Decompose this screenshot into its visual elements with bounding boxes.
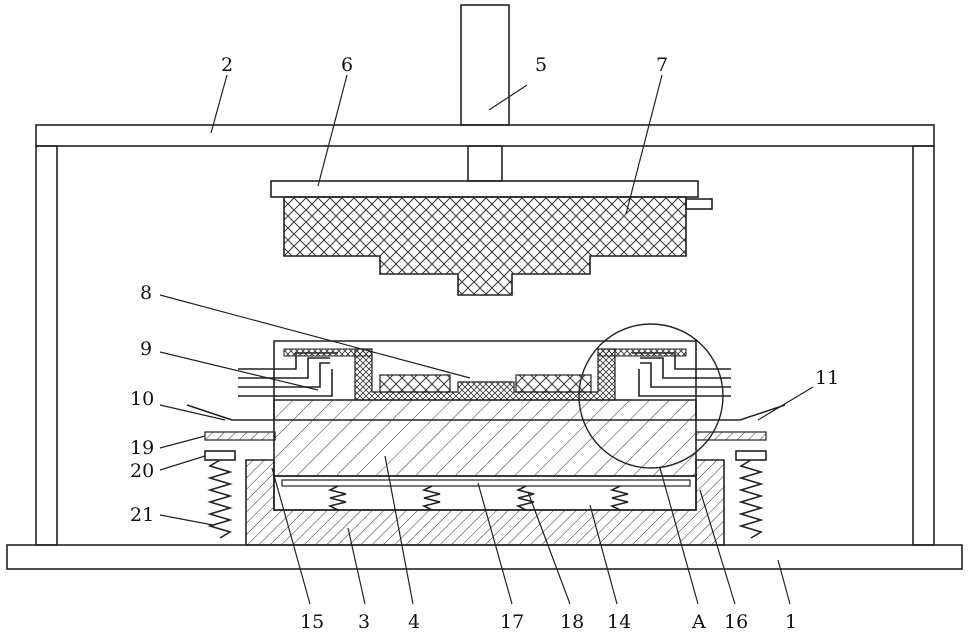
label-20: 20 (130, 460, 154, 482)
label-14: 14 (607, 611, 631, 633)
label-6: 6 (341, 54, 353, 76)
label-8: 8 (140, 282, 152, 304)
cylinder (461, 5, 509, 125)
label-16: 16 (724, 611, 748, 633)
inner-spring-4 (612, 486, 628, 510)
label-a: A (691, 611, 706, 633)
inner-spring-1 (330, 486, 346, 510)
label-4: 4 (408, 611, 420, 633)
outer-spring-left (210, 460, 230, 538)
pad-left (205, 451, 235, 460)
label-3: 3 (358, 611, 370, 633)
label-5: 5 (535, 54, 547, 76)
slide-plate (282, 480, 690, 486)
frame-left-post (36, 146, 57, 545)
label-2: 2 (221, 54, 233, 76)
label-7: 7 (656, 54, 668, 76)
piston-rod (468, 146, 502, 181)
part-labels: 2 6 5 7 8 9 10 11 19 20 21 15 3 4 17 18 … (130, 54, 839, 633)
frame-top-beam (36, 125, 934, 146)
pad-right (736, 451, 766, 460)
label-18: 18 (560, 611, 584, 633)
upper-mold (284, 197, 686, 295)
heating-pipes-right (632, 353, 731, 396)
base-plate (7, 545, 962, 569)
workpiece-left (380, 375, 450, 392)
inner-spring-2 (424, 486, 440, 510)
outer-spring-right (741, 460, 761, 538)
inner-spring-3 (518, 486, 534, 510)
label-1: 1 (785, 611, 797, 633)
frame-right-post (913, 146, 934, 545)
label-9: 9 (140, 338, 152, 360)
label-17: 17 (500, 611, 524, 633)
lower-mold-block (274, 400, 696, 476)
label-10: 10 (130, 388, 154, 410)
label-21: 21 (130, 504, 154, 526)
ledge-left (205, 432, 275, 440)
guide-plate-left (187, 405, 274, 420)
label-15: 15 (300, 611, 324, 633)
ledge-right (696, 432, 766, 440)
plate-connector (686, 199, 712, 209)
label-11: 11 (815, 367, 839, 389)
label-19: 19 (130, 437, 154, 459)
